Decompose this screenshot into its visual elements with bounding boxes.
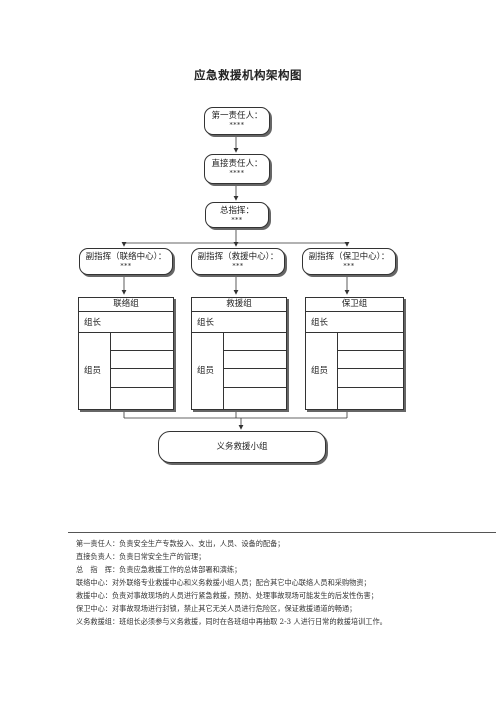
- first-responsible-name: ****: [229, 121, 245, 129]
- deputy-security-node: 副指挥（保卫中心）： ***: [302, 248, 396, 275]
- group-leader-label: 组长: [197, 318, 215, 328]
- group-leader-label: 组长: [311, 318, 329, 328]
- deputy-liaison-name: ***: [120, 262, 132, 270]
- direct-responsible-label: 直接责任人：: [211, 159, 263, 169]
- deputy-security-name: ***: [343, 262, 355, 270]
- note-line: 联络中心：对外联络专业救援中心和义务救援小组人员；配合其它中心联络人员和采购物资…: [76, 578, 371, 587]
- group-members-label: 组员: [84, 366, 102, 376]
- deputy-rescue-name: ***: [232, 262, 244, 270]
- note-line: 直接负责人：负责日常安全生产的管理；: [76, 552, 206, 561]
- security-group-table: 保卫组 组长 组员: [305, 297, 404, 410]
- group-leader-label: 组长: [84, 318, 102, 328]
- group-members-label: 组员: [197, 366, 215, 376]
- volunteer-rescue-label: 义务救援小组: [216, 442, 268, 452]
- note-line: 救援中心：负责对事故现场的人员进行紧急救援，预防、处理事故现场可能发生的后发性伤…: [76, 591, 378, 600]
- note-line: 总 指 挥：负责应急救援工作的总体部署和演练；: [76, 565, 242, 574]
- divider: [68, 532, 496, 533]
- direct-responsible-name: ****: [229, 169, 245, 177]
- responsibility-notes: 第一责任人：负责安全生产专款投入、支出，人员、设备的配备； 直接负责人：负责日常…: [76, 537, 387, 628]
- group-members-label: 组员: [311, 366, 329, 376]
- deputy-security-label: 副指挥（保卫中心）：: [308, 252, 390, 262]
- deputy-rescue-label: 副指挥（救援中心）：: [197, 252, 279, 262]
- deputy-liaison-label: 副指挥（联络中心）：: [85, 252, 167, 262]
- deputy-rescue-node: 副指挥（救援中心）： ***: [191, 248, 285, 275]
- commander-name: ***: [231, 216, 243, 224]
- group-title: 联络组: [113, 299, 139, 309]
- rescue-group-table: 救援组 组长 组员: [191, 297, 287, 410]
- direct-responsible-node: 直接责任人： ****: [204, 154, 270, 184]
- deputy-liaison-node: 副指挥（联络中心）： ***: [79, 248, 173, 275]
- first-responsible-node: 第一责任人： ****: [204, 107, 270, 135]
- page-title: 应急救援机构架构图: [194, 68, 302, 82]
- volunteer-rescue-node: 义务救援小组: [158, 431, 326, 463]
- first-responsible-label: 第一责任人：: [211, 111, 263, 121]
- note-line: 第一责任人：负责安全生产专款投入、支出，人员、设备的配备；: [76, 539, 285, 548]
- commander-node: 总指挥： ***: [205, 202, 269, 228]
- group-title: 保卫组: [341, 299, 368, 309]
- note-line: 保卫中心：对事故现场进行封锁，禁止其它无关人员进行危险区，保证救援通道的畅通；: [76, 604, 357, 613]
- group-title: 救援组: [226, 299, 252, 309]
- commander-label: 总指挥：: [219, 206, 254, 216]
- liaison-group-table: 联络组 组长 组员: [78, 297, 174, 410]
- note-line: 义务救援组：班组长必须参与义务救援，同时在各班组中再抽取 2-3 人进行日常的救…: [76, 617, 387, 626]
